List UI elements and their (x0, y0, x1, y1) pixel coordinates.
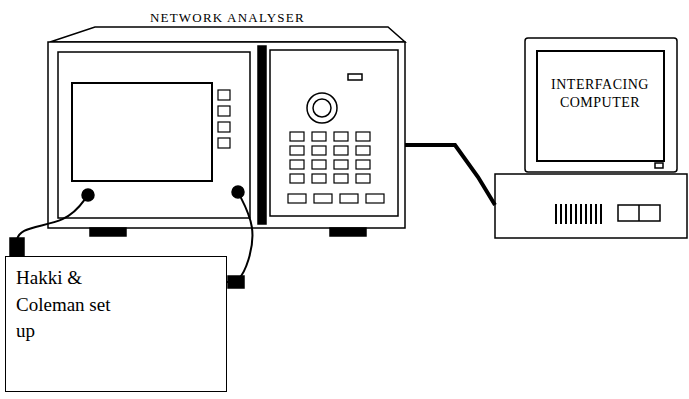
vent-slot (560, 204, 562, 224)
softkey (218, 138, 230, 148)
vent-slot (555, 204, 557, 224)
setup-box: Hakki & Coleman set up (5, 256, 227, 392)
keypad-key (356, 174, 370, 183)
analyser-foot (330, 228, 366, 236)
keypad-key (366, 194, 384, 203)
analyser-knob (307, 93, 337, 123)
softkey (218, 106, 230, 116)
analyser-lid (50, 27, 405, 42)
keypad-key (340, 194, 358, 203)
keypad-key (290, 146, 304, 155)
data-cable (405, 145, 495, 205)
keypad-key (314, 194, 332, 203)
analyser-left-panel (58, 52, 250, 218)
keypad-key (288, 194, 306, 203)
keypad-key (312, 160, 326, 169)
monitor-screen (537, 51, 664, 161)
vent-slot (600, 204, 602, 224)
analyser-key (348, 74, 362, 80)
analyser-foot (90, 228, 126, 236)
keypad-key (356, 132, 370, 141)
analyser-body (48, 42, 405, 228)
keypad-key (290, 160, 304, 169)
rf-cable (227, 192, 252, 282)
drive-bay (618, 205, 660, 221)
keypad-key (356, 146, 370, 155)
vent-slot (590, 204, 592, 224)
node-label: INTERFACING COMPUTER (542, 76, 658, 112)
keypad-key (334, 174, 348, 183)
analyser-display (72, 83, 212, 181)
softkey (218, 122, 230, 132)
monitor-led (655, 163, 663, 168)
vent-slot (565, 204, 567, 224)
analyser-node: NETWORK ANALYSER (48, 5, 405, 240)
computer-base (495, 174, 687, 238)
vent-slot (585, 204, 587, 224)
keypad-key (312, 132, 326, 141)
computer-node: INTERFACING COMPUTER (495, 38, 687, 240)
softkey (218, 90, 230, 100)
vent-slot (580, 204, 582, 224)
keypad-key (334, 146, 348, 155)
keypad-key (334, 132, 348, 141)
panel-divider (258, 46, 266, 224)
analyser-knob-inner (313, 99, 331, 117)
node-label: NETWORK ANALYSER (150, 10, 305, 26)
drive-split (638, 205, 640, 221)
keypad-key (334, 160, 348, 169)
keypad-key (312, 146, 326, 155)
vent-slot (570, 204, 572, 224)
vent-slot (575, 204, 577, 224)
keypad-key (356, 160, 370, 169)
keypad-key (290, 174, 304, 183)
analyser-right-panel (270, 50, 398, 216)
node-label: Hakki & Coleman set up (16, 265, 134, 345)
rf-cable (16, 195, 88, 256)
keypad-key (290, 132, 304, 141)
monitor-case (525, 38, 677, 172)
vent-slot (595, 204, 597, 224)
keypad-key (312, 174, 326, 183)
